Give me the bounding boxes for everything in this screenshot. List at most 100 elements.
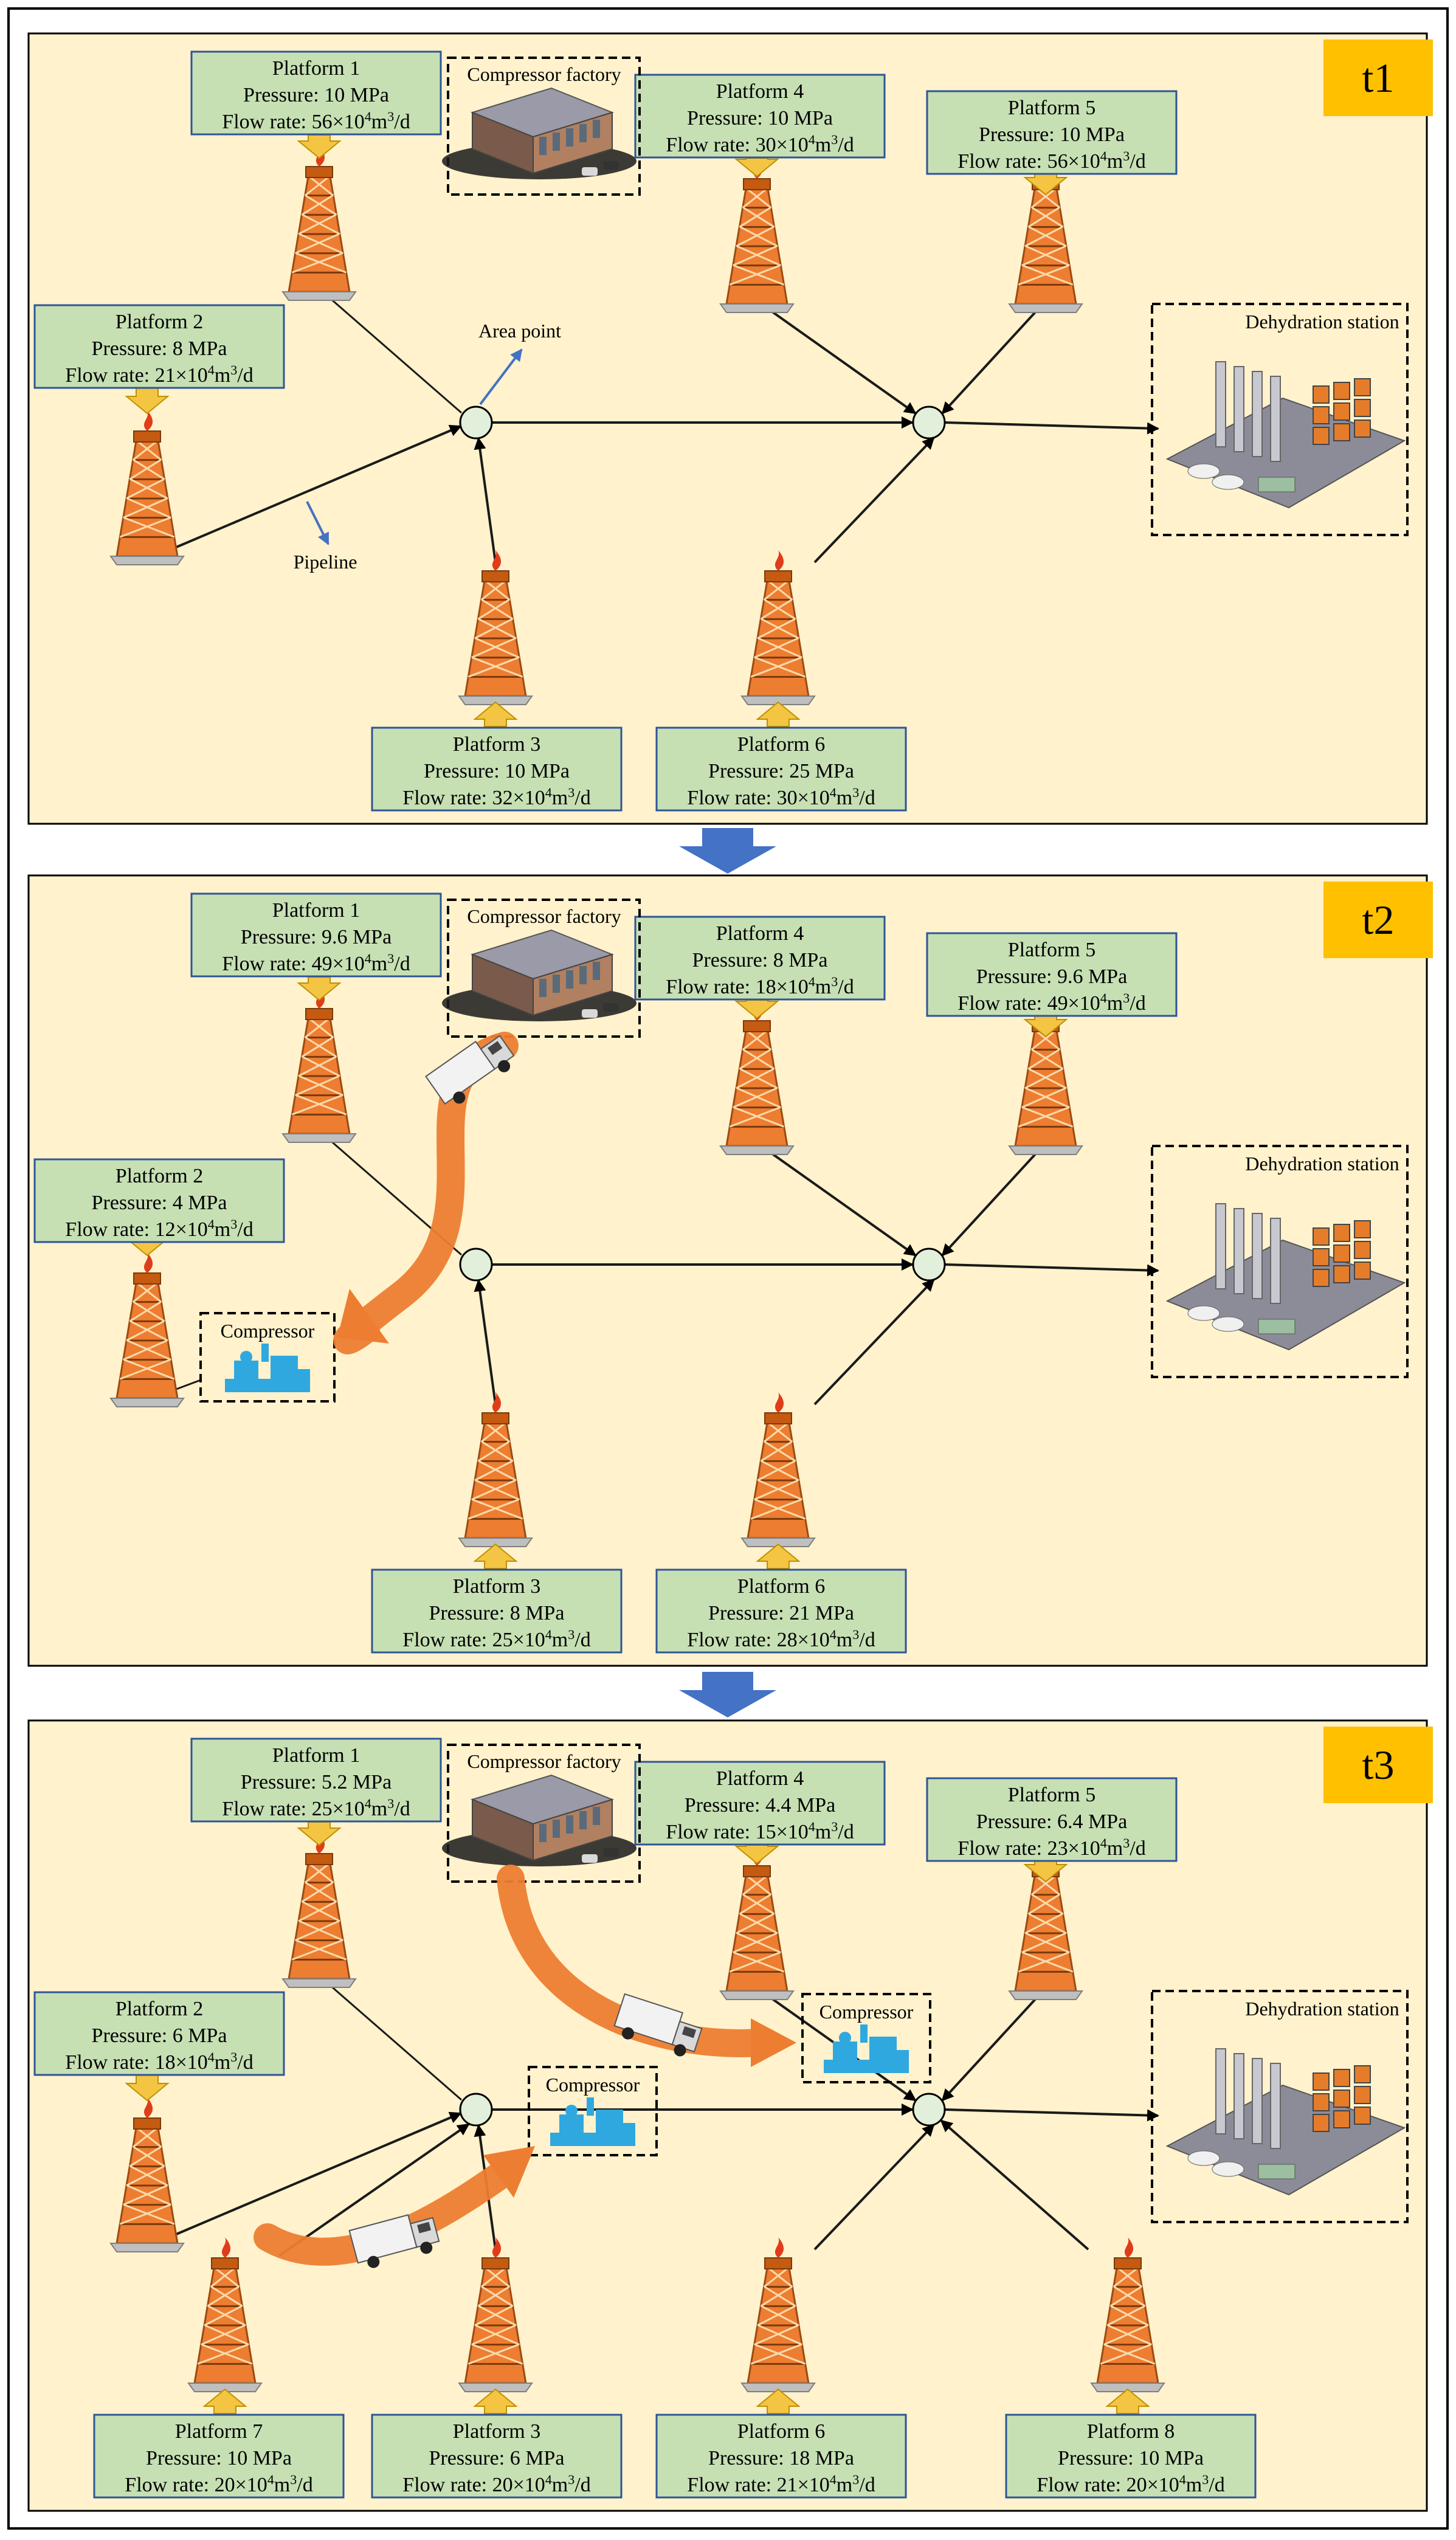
platform-pressure: Pressure: 10 MPa [1058, 2447, 1204, 2469]
compressor-icon-2 [824, 2024, 909, 2073]
dehydration-station-label: Dehydration station [1245, 1153, 1399, 1175]
platform-name: Platform 2 [116, 311, 203, 333]
platform-name: Platform 1 [272, 57, 360, 80]
platform-name: Platform 7 [175, 2420, 263, 2443]
platform-pressure: Pressure: 8 MPa [92, 337, 227, 360]
platform-1-flow-arrow [297, 976, 342, 1001]
dehydration-station-plant [1165, 361, 1406, 509]
area-point-node-2 [912, 406, 946, 440]
transition-arrow-t1-t2 [679, 828, 776, 874]
dehydration-station-plant [1165, 1203, 1406, 1351]
compressor-factory-box [447, 1744, 641, 1883]
pipeline-p2 [176, 1379, 201, 1390]
platform-6-flow-arrow [756, 701, 801, 727]
platform-pressure: Pressure: 4.4 MPa [685, 1794, 835, 1817]
platform-name: Platform 6 [737, 2420, 825, 2443]
pipeline-p5 [941, 1987, 1047, 2102]
pipeline-p4 [756, 300, 917, 415]
platform-name: Platform 3 [453, 733, 540, 756]
platform-name: Platform 4 [716, 1767, 804, 1790]
pipeline-p7 [278, 2123, 470, 2257]
platform-8-tower [1090, 2237, 1165, 2392]
pipeline-to-dehydration [945, 2108, 1159, 2122]
compressor-factory-label: Compressor factory [467, 63, 621, 85]
pipeline-p6 [813, 1279, 935, 1406]
pipeline-p6 [813, 2124, 935, 2251]
panel-t1 [27, 32, 1428, 825]
platform-2-tower [109, 410, 185, 565]
pipeline-label: Pipeline [294, 551, 357, 573]
platform-1-flow-arrow [297, 134, 342, 159]
platform-name: Platform 1 [272, 1744, 360, 1767]
platform-flow-rate: Flow rate: 21×104​m3​/d [65, 362, 253, 387]
platform-flow-rate: Flow rate: 23×104​m3​/d [957, 1835, 1145, 1860]
platform-pressure: Pressure: 10 MPa [687, 107, 833, 129]
platform-3-flow-arrow [473, 701, 518, 727]
platform-6-tower [740, 2237, 816, 2392]
pipeline-p2 [176, 424, 462, 548]
platform-name: Platform 5 [1008, 1784, 1095, 1806]
platform-pressure: Pressure: 9.6 MPa [976, 965, 1127, 988]
platform-pressure: Pressure: 6 MPa [429, 2447, 565, 2469]
platform-flow-rate: Flow rate: 15×104​m3​/d [666, 1819, 854, 1843]
platform-7-flow-arrow [202, 2388, 247, 2414]
platform-pressure: Pressure: 10 MPa [424, 760, 570, 782]
platform-name: Platform 4 [716, 922, 804, 945]
platform-pressure: Pressure: 18 MPa [708, 2447, 854, 2469]
platform-7-tower [187, 2237, 263, 2392]
platform-3-flow-arrow [473, 2388, 518, 2414]
compressor-label: Compressor [221, 1320, 315, 1342]
dehydration-station-box [1151, 1145, 1409, 1378]
compressor-delivery-route-1 [497, 1865, 796, 2067]
platform-name: Platform 3 [453, 1575, 540, 1598]
platform-1-tower [281, 988, 357, 1143]
platform-pressure: Pressure: 8 MPa [692, 949, 828, 971]
area-point-node-2 [912, 2093, 946, 2127]
time-step-label: t1 [1362, 55, 1395, 101]
platform-name: Platform 1 [272, 899, 360, 922]
platform-1-flow-arrow [297, 1821, 342, 1846]
platform-pressure: Pressure: 25 MPa [708, 760, 854, 782]
platform-flow-rate: Flow rate: 30×104​m3​/d [666, 132, 854, 156]
platform-flow-rate: Flow rate: 28×104​m3​/d [687, 1627, 875, 1651]
transition-arrow-t2-t3 [679, 1672, 776, 1717]
platform-pressure: Pressure: 9.6 MPa [241, 926, 392, 948]
dehydration-station-label: Dehydration station [1245, 1998, 1399, 2020]
delivery-truck-2 [348, 2214, 440, 2268]
platform-6-tower [740, 1392, 816, 1547]
platform-flow-rate: Flow rate: 18×104​m3​/d [65, 2049, 253, 2074]
platform-2-flow-arrow [125, 2074, 170, 2102]
area-point-label: Area point [478, 320, 561, 342]
platform-flow-rate: Flow rate: 12×104​m3​/d [65, 1217, 253, 1241]
platform-pressure: Pressure: 6.4 MPa [976, 1810, 1127, 1833]
platform-pressure: Pressure: 6 MPa [92, 2024, 227, 2047]
platform-3-tower [458, 1392, 533, 1547]
platform-flow-rate: Flow rate: 30×104​m3​/d [687, 785, 875, 809]
pipeline-to-dehydration [945, 421, 1159, 435]
platform-pressure: Pressure: 4 MPa [92, 1192, 227, 1214]
compressor-factory-building [442, 1774, 637, 1866]
platform-name: Platform 6 [737, 733, 825, 756]
platform-pressure: Pressure: 5.2 MPa [241, 1771, 392, 1793]
time-step-label: t3 [1362, 1742, 1395, 1788]
platform-name: Platform 2 [116, 1998, 203, 2020]
platform-pressure: Pressure: 10 MPa [146, 2447, 292, 2469]
pipeline-p8 [940, 2119, 1089, 2251]
pipeline-p1 [319, 1975, 462, 2101]
platform-1-tower [281, 146, 357, 301]
platform-name: Platform 8 [1087, 2420, 1175, 2443]
pipeline-p6 [813, 437, 935, 564]
platform-flow-rate: Flow rate: 49×104​m3​/d [222, 951, 410, 975]
